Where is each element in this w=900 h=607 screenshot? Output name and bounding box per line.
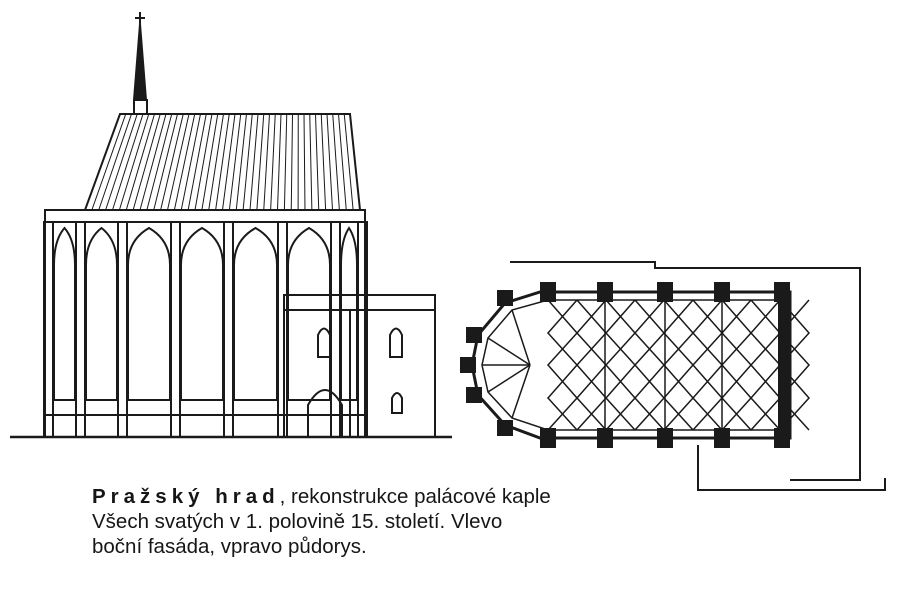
roof-plank xyxy=(270,113,276,211)
apse-pier xyxy=(460,357,476,373)
roof-plank xyxy=(303,113,306,211)
roof-plank xyxy=(290,113,293,211)
roof-plank xyxy=(332,113,340,211)
caption-title: Pražský hrad xyxy=(92,485,280,508)
side-annex xyxy=(283,294,436,438)
apse-rib xyxy=(487,337,531,366)
caption-line2: Všech svatých v 1. polovině 15. století.… xyxy=(92,510,503,533)
roof-plank xyxy=(228,113,242,211)
apse-pier xyxy=(497,420,513,436)
vault-rib xyxy=(546,299,579,431)
apse-pier xyxy=(466,387,482,403)
roof-plank xyxy=(160,113,184,211)
caption-line1: , rekonstrukce palácové kaple xyxy=(279,485,551,508)
pier xyxy=(714,282,730,302)
vault-rib xyxy=(604,299,637,431)
roof-plank xyxy=(222,113,236,211)
pointed-window xyxy=(287,226,331,400)
roof-plank xyxy=(235,113,247,211)
roof-plank xyxy=(139,113,167,211)
buttress xyxy=(170,221,181,438)
roof-plank xyxy=(309,113,313,211)
vault-rib xyxy=(691,299,724,431)
pier xyxy=(657,428,673,448)
roof-plank xyxy=(208,113,224,211)
pier xyxy=(597,428,613,448)
vault-rib xyxy=(749,299,782,431)
apse-pier xyxy=(497,290,513,306)
apse-rib xyxy=(487,364,531,393)
roof-plank xyxy=(315,113,320,211)
roof-plank xyxy=(125,113,155,211)
floor-plan xyxy=(460,261,886,491)
roof-plank xyxy=(194,113,213,211)
cornice xyxy=(44,209,366,223)
roof-plank xyxy=(173,113,196,211)
roof-plank xyxy=(320,113,327,211)
vault-rib xyxy=(662,299,695,431)
vault-rib xyxy=(604,299,637,431)
vault-rib xyxy=(575,299,608,431)
roof-plank xyxy=(167,113,190,211)
chapel-wall xyxy=(44,221,366,438)
roof-plank xyxy=(112,113,144,211)
buttress xyxy=(330,221,341,438)
roof-plank xyxy=(338,113,347,211)
pier xyxy=(540,428,556,448)
spire xyxy=(132,12,148,115)
vault-rib xyxy=(546,299,579,431)
buttress xyxy=(117,221,128,438)
pier xyxy=(540,282,556,302)
apse-pier xyxy=(466,327,482,343)
outer-wall-line xyxy=(510,261,861,481)
roof-plank xyxy=(146,113,173,211)
roof-plank xyxy=(249,113,259,211)
pier xyxy=(657,282,673,302)
caption-line3: boční fasáda, vpravo půdorys. xyxy=(92,535,367,558)
roof-plank xyxy=(215,113,230,211)
vault-rib xyxy=(720,299,753,431)
vault-rib xyxy=(633,299,666,431)
apse-rib xyxy=(511,364,531,419)
end-wall xyxy=(778,290,790,440)
buttress xyxy=(277,221,288,438)
pier xyxy=(597,282,613,302)
roof-plank xyxy=(98,113,132,211)
pointed-window xyxy=(233,226,278,400)
buttress xyxy=(223,221,234,438)
roof-plank xyxy=(256,113,265,211)
pointed-window xyxy=(340,226,358,400)
pointed-window xyxy=(180,226,224,400)
roof-plank xyxy=(91,113,127,211)
roof-plank xyxy=(326,113,333,211)
roof-plank xyxy=(277,113,282,211)
roof-plank xyxy=(242,113,253,211)
vault-rib xyxy=(633,299,666,431)
roof-plank xyxy=(105,113,138,211)
pointed-window xyxy=(53,226,76,400)
figure-caption: Pražský hrad, rekonstrukce palácové kapl… xyxy=(92,484,652,559)
buttress xyxy=(75,221,86,438)
roof-plank xyxy=(263,113,270,211)
vault-rib xyxy=(575,299,608,431)
roof-plank xyxy=(187,113,207,211)
roof-plank xyxy=(153,113,178,211)
apse-rib xyxy=(511,309,531,366)
roof-plank xyxy=(118,113,150,211)
vault-rib xyxy=(720,299,753,431)
vault-rib xyxy=(662,299,695,431)
vault-rib xyxy=(749,299,782,431)
roof-plank xyxy=(283,113,288,211)
roof-plank xyxy=(343,113,354,211)
pointed-window xyxy=(85,226,118,400)
pier xyxy=(714,428,730,448)
side-facade-elevation xyxy=(10,12,452,439)
vault-rib xyxy=(691,299,724,431)
roof-plank xyxy=(201,113,219,211)
roof-plank xyxy=(180,113,201,211)
pointed-window xyxy=(127,226,171,400)
roof-plank xyxy=(132,113,161,211)
